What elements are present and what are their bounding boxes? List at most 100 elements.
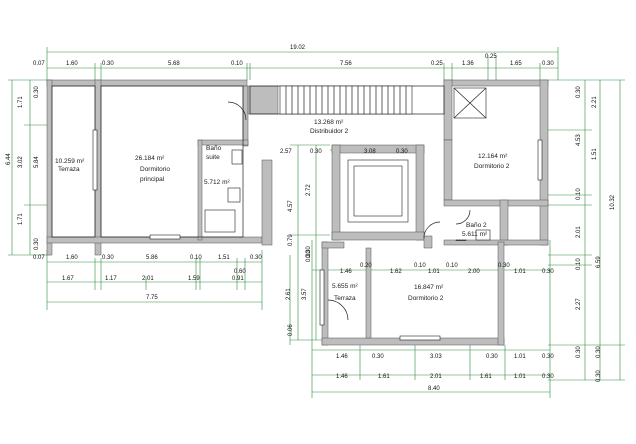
dim-label: 5.68 — [168, 61, 180, 67]
dim-label: 7.56 — [340, 61, 352, 67]
dim-label: 0.10 — [446, 263, 458, 269]
room-name: Terraza — [334, 295, 356, 302]
room-area: 5.712 m² — [204, 179, 230, 186]
dim-label: 1.46 — [336, 354, 348, 360]
dim-label: 6.59 — [596, 256, 602, 268]
dim-label: 0.30 — [396, 149, 408, 155]
dim-label: 1.67 — [62, 276, 74, 282]
dim-label: 0.30 — [102, 61, 114, 67]
dim-label: 0.30 — [310, 149, 322, 155]
dim-label: 2.57 — [280, 149, 292, 155]
room-name: Baño 2 — [466, 222, 487, 229]
toilet — [227, 187, 241, 203]
dim-label: 0.79 — [288, 234, 294, 246]
dim-label: 1.01 — [514, 354, 526, 360]
bathtub — [204, 209, 236, 233]
dim-label: 2.00 — [468, 269, 480, 275]
room-area: 12.164 m² — [478, 153, 508, 160]
dim-label: 2.27 — [576, 298, 582, 310]
room-area: 13.268 m² — [314, 119, 344, 126]
dim-label: 1.71 — [18, 96, 24, 108]
dim-label: 0.30 — [596, 346, 602, 358]
room-area: 10.259 m² — [55, 158, 85, 165]
dim-label: 0.30 — [102, 255, 114, 261]
dim-label: 0.25 — [485, 54, 497, 60]
dim-label: 1.01 — [514, 269, 526, 275]
toilet — [475, 229, 491, 241]
dim-label: 0.30 — [498, 263, 510, 269]
room-area: 5.611 m² — [462, 231, 488, 238]
dim-label: 0.10 — [190, 255, 202, 261]
dim-label: 3.02 — [18, 156, 24, 168]
dim-label: 1.51 — [592, 148, 598, 160]
dim-label: 0.20 — [360, 263, 372, 269]
dim-label: 0.30 — [576, 86, 582, 98]
window — [149, 234, 181, 240]
dim-label: 2.72 — [306, 184, 312, 196]
room-name: Dormitorio 2 — [474, 163, 510, 170]
dimension-lines — [8, 47, 625, 398]
dim-label: 2.01 — [142, 276, 154, 282]
dim-label: 19.02 — [290, 45, 306, 51]
room-name: Dormitorio 2 — [408, 295, 444, 302]
dimension-labels: 19.02 0.07 1.60 0.30 5.68 0.10 7.56 0.25… — [6, 45, 616, 392]
dim-label: 5.84 — [34, 156, 40, 168]
dim-label: 0.30 — [306, 250, 312, 262]
dim-label: 1.59 — [188, 276, 200, 282]
dim-label: 0.30 — [34, 86, 40, 98]
dim-label: 1.61 — [480, 374, 492, 380]
window — [399, 335, 441, 341]
dim-label: 7.75 — [146, 295, 158, 301]
room-labels: 10.259 m² Terraza 26.184 m² Dormitorio p… — [55, 119, 510, 302]
dim-label: 10.32 — [610, 194, 616, 210]
dim-label: 4.53 — [576, 134, 582, 146]
room-name: Terraza — [58, 166, 80, 173]
dim-label: 0.30 — [486, 354, 498, 360]
dim-label: 2.01 — [576, 226, 582, 238]
door-arc — [455, 209, 471, 225]
dim-label: 1.46 — [336, 374, 348, 380]
dim-label: 1.61 — [378, 374, 390, 380]
dim-label: 0.07 — [33, 61, 45, 67]
staircase — [279, 85, 413, 115]
dim-label: 4.57 — [288, 200, 294, 212]
dim-label: 2.61 — [286, 288, 292, 300]
window — [319, 269, 325, 326]
dim-label: 1.62 — [390, 269, 402, 275]
dim-label: 0.10 — [231, 61, 243, 67]
dim-label: 1.17 — [105, 276, 117, 282]
dim-label: 5.86 — [146, 255, 158, 261]
dim-label: 0.06 — [288, 324, 294, 336]
dim-label: 1.01 — [428, 269, 440, 275]
dim-label: 1.01 — [514, 374, 526, 380]
dim-label: 1.60 — [66, 61, 78, 67]
dim-label: 0.25 — [431, 61, 443, 67]
room-name: Baño — [206, 145, 222, 152]
room-area: 16.847 m² — [414, 284, 444, 291]
dim-label: 0.91 — [232, 276, 244, 282]
dim-label: 0.10 — [576, 258, 582, 270]
dim-label: 0.07 — [33, 255, 45, 261]
dim-label: 1.60 — [66, 255, 78, 261]
dim-label: 0.30 — [596, 370, 602, 382]
dim-label: 1.51 — [218, 255, 230, 261]
dim-label: 8.40 — [428, 386, 440, 392]
room-name: Distribuidor 2 — [310, 128, 349, 135]
dim-label: 0.30 — [372, 354, 384, 360]
room-name: principal — [140, 176, 165, 183]
window — [537, 139, 543, 181]
dim-label: 3.03 — [430, 354, 442, 360]
dim-label: 0.30 — [542, 374, 554, 380]
dim-label: 1.71 — [18, 213, 24, 225]
room-name: Dormitorio — [140, 166, 170, 173]
dim-label: 3.57 — [302, 288, 308, 300]
door-arc — [327, 299, 349, 321]
window — [92, 129, 98, 191]
dim-label: 2.01 — [430, 374, 442, 380]
walls — [46, 79, 549, 346]
light-well — [347, 159, 409, 223]
dim-label: 0.30 — [542, 354, 554, 360]
dim-label: 0.10 — [414, 263, 426, 269]
room-area: 26.184 m² — [135, 155, 165, 162]
door-arc — [227, 101, 247, 121]
